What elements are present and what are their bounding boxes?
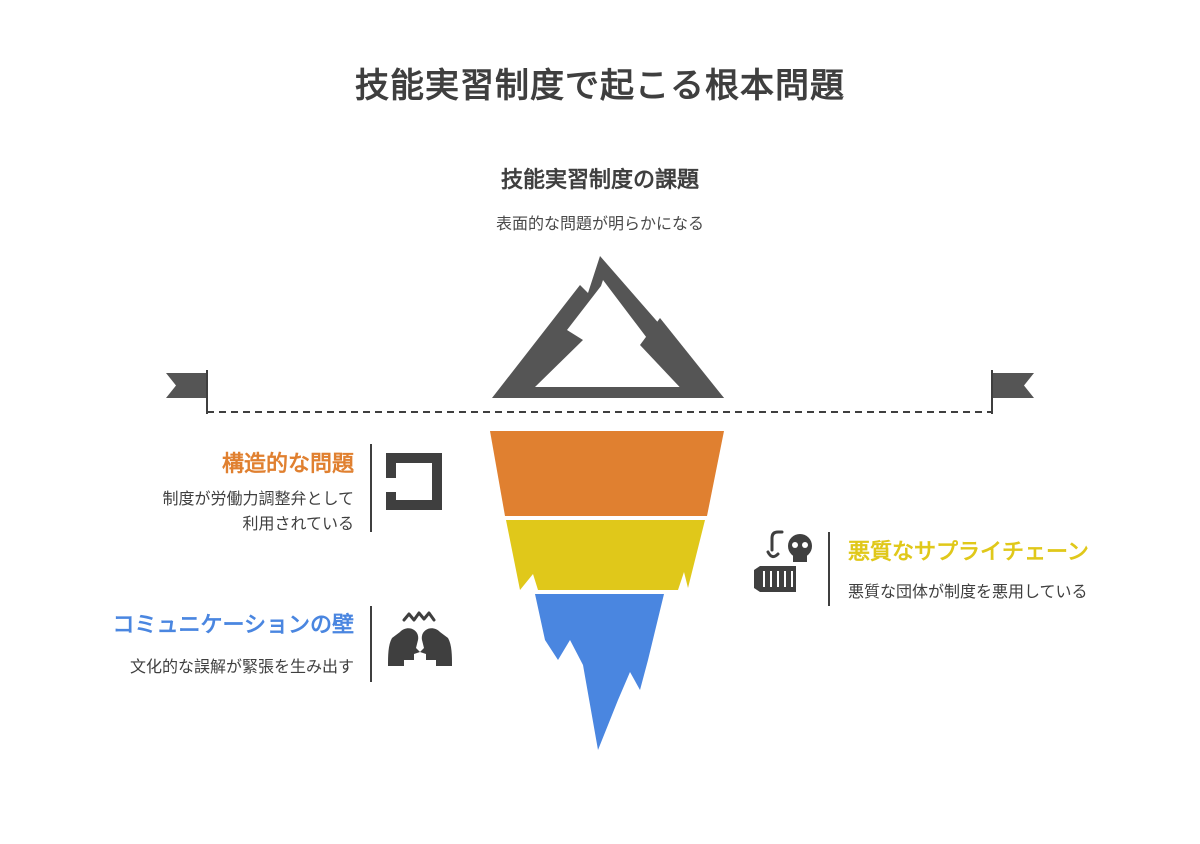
supply-chain-description: 悪質な団体が制度を悪用している xyxy=(848,582,1088,601)
structural-description-line2: 利用されている xyxy=(242,514,354,533)
structural-description-line1: 制度が労働力調整弁として xyxy=(162,489,354,508)
mountain-icon xyxy=(492,256,724,398)
communication-heading: コミュニケーションの壁 xyxy=(112,613,354,638)
frame-icon xyxy=(386,453,442,510)
communication-description: 文化的な誤解が緊張を生み出す xyxy=(129,657,354,676)
surface-description: 表面的な問題が明らかになる xyxy=(495,214,704,233)
arguing-heads-icon xyxy=(388,611,452,666)
iceberg-layer-structural xyxy=(490,431,724,516)
iceberg-layer-communication xyxy=(535,594,664,750)
page-title: 技能実習制度で起こる根本問題 xyxy=(355,66,845,106)
supply-chain-heading: 悪質なサプライチェーン xyxy=(848,540,1089,565)
iceberg-layer-supply-chain xyxy=(506,520,705,590)
structural-heading: 構造的な問題 xyxy=(221,452,354,477)
right-flag-icon xyxy=(991,370,1034,414)
surface-heading: 技能実習制度の課題 xyxy=(500,168,699,193)
skull-container-icon xyxy=(754,530,812,592)
left-flag-icon xyxy=(166,370,208,414)
